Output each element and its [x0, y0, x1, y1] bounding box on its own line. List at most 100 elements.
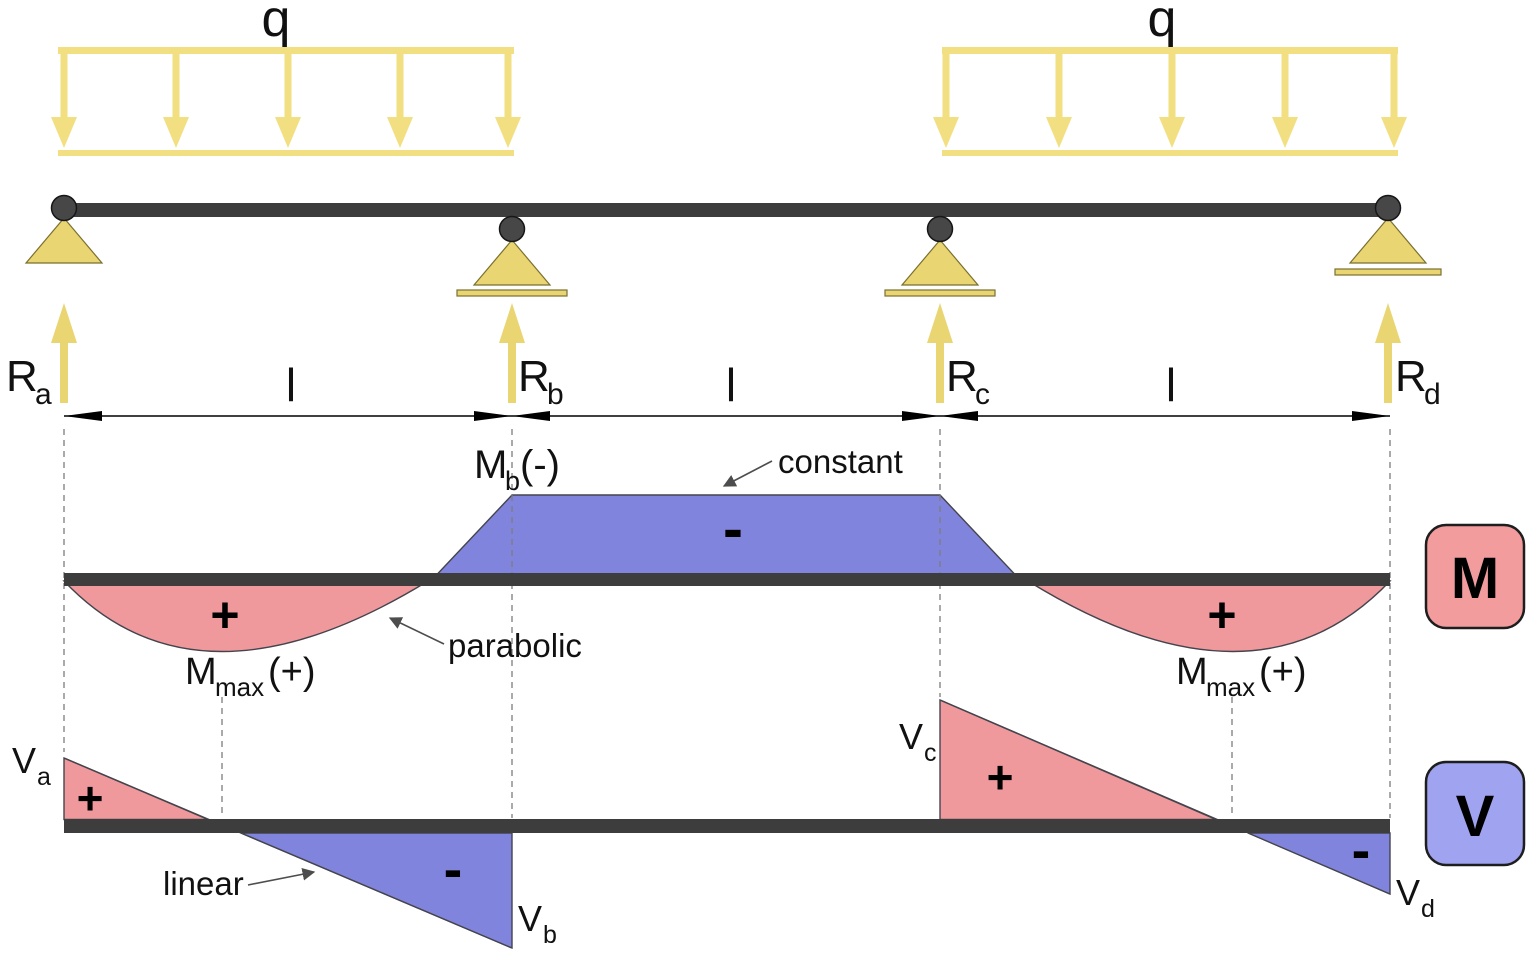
supports — [24, 217, 1442, 297]
load-arrowhead-icon — [1159, 117, 1185, 148]
dim-arrowhead-icon — [512, 411, 550, 421]
span-label-ab: l — [286, 359, 296, 411]
load-arrow-shaft — [1390, 52, 1398, 120]
reaction-arrowhead-b — [499, 303, 525, 343]
dim-arrowhead-icon — [940, 411, 978, 421]
support-b-triangle — [472, 239, 552, 286]
load-arrow-shaft — [284, 52, 292, 120]
reaction-arrow-b — [508, 337, 516, 403]
reaction-label-d-sub: d — [1424, 378, 1441, 411]
load-arrowhead-icon — [51, 117, 77, 148]
support-c-pin-icon — [926, 215, 954, 243]
reaction-arrow-c — [936, 337, 944, 403]
load-arrowhead-icon — [933, 117, 959, 148]
moment-sign-positive-left: + — [210, 587, 239, 643]
shear-label-vb-sub: b — [543, 921, 557, 949]
load-arrow-shaft — [504, 52, 512, 120]
reaction-label-b-sub: b — [547, 378, 564, 411]
support-d-roller-line — [1334, 268, 1442, 276]
load-label-right: q — [1148, 0, 1177, 48]
reaction-arrowhead-c — [927, 303, 953, 343]
dim-arrowhead-icon — [902, 411, 940, 421]
shear-sign-negative-right: - — [1352, 818, 1371, 881]
load-arrowhead-icon — [275, 117, 301, 148]
support-d-triangle — [1348, 217, 1428, 264]
support-a-pin-icon — [50, 194, 78, 222]
load-top-bar — [942, 47, 1398, 54]
load-arrow-shaft — [1281, 52, 1289, 120]
reaction-label-a-sub: a — [35, 378, 52, 411]
reaction-label-c-sub: c — [975, 378, 990, 411]
moment-mmax-right-sub: max — [1206, 672, 1255, 702]
span-label-bc: l — [726, 359, 736, 411]
reaction-arrow-a — [60, 337, 68, 403]
load-arrowhead-icon — [163, 117, 189, 148]
shear-sign-positive-right: + — [987, 751, 1014, 803]
load-label-left: q — [262, 0, 291, 48]
annotation-parabolic-arrow-icon — [388, 617, 445, 645]
shear-label-va-sub: a — [37, 763, 51, 791]
load-arrowhead-icon — [1046, 117, 1072, 148]
support-c-triangle — [900, 239, 980, 286]
annotation-linear: linear — [163, 865, 244, 902]
moment-parabola-left — [62, 580, 431, 653]
shear-label-vd: V — [1396, 872, 1420, 913]
annotation-constant-arrow-icon — [722, 460, 773, 487]
reaction-arrowhead-a — [51, 303, 77, 343]
support-c-roller-line — [884, 289, 996, 297]
load-arrow-shaft — [942, 52, 950, 120]
support-b-roller-line — [456, 289, 568, 297]
shear-label-vc: V — [899, 716, 923, 757]
reaction-label-d: R — [1395, 352, 1427, 401]
load-arrowhead-icon — [1272, 117, 1298, 148]
moment-mmax-left-sub: max — [215, 672, 264, 702]
reaction-arrows — [51, 303, 1401, 403]
dim-arrowhead-icon — [474, 411, 512, 421]
moment-parabola-right — [1025, 580, 1392, 653]
shear-label-vb: V — [518, 898, 542, 939]
reaction-arrow-d — [1384, 337, 1392, 403]
reference-dashed-lines — [63, 429, 1391, 818]
moment-sign-negative: - — [723, 495, 743, 562]
support-d-pin-icon — [1374, 194, 1402, 222]
reaction-label-a: R — [6, 352, 38, 401]
shear-label-vc-sub: c — [924, 739, 937, 767]
dimension-line — [64, 411, 1390, 421]
shear-baseline — [64, 819, 1390, 833]
legend-v-label: V — [1456, 784, 1495, 849]
support-b-pin-icon — [498, 215, 526, 243]
moment-mb-label-sub: b — [505, 466, 520, 496]
moment-mmax-left-paren: (+) — [268, 651, 316, 693]
shear-label-vd-sub: d — [1421, 895, 1435, 923]
moment-mb-label: M — [474, 443, 507, 487]
reaction-label-c: R — [946, 352, 978, 401]
annotation-parabolic: parabolic — [448, 627, 582, 664]
load-arrowhead-icon — [387, 117, 413, 148]
load-top-bar — [58, 47, 514, 54]
shear-sign-positive-left: + — [77, 772, 104, 824]
moment-sign-positive-right: + — [1207, 587, 1236, 643]
moment-mmax-right-paren: (+) — [1259, 651, 1307, 693]
load-arrowhead-icon — [495, 117, 521, 148]
load-arrow-shaft — [396, 52, 404, 120]
beam — [58, 203, 1394, 217]
annotation-linear-arrow-icon — [247, 867, 316, 886]
dim-arrowhead-icon — [64, 411, 102, 421]
moment-mmax-left: M — [185, 651, 217, 693]
shear-label-va: V — [12, 740, 36, 781]
load-arrow-shaft — [1168, 52, 1176, 120]
moment-baseline — [64, 573, 1390, 586]
load-bottom-bar — [942, 150, 1398, 156]
load-arrow-shaft — [60, 52, 68, 120]
moment-mb-label-paren: (-) — [520, 443, 560, 487]
load-bottom-bar — [58, 150, 514, 156]
reaction-arrowhead-d — [1375, 303, 1401, 343]
legend-m-box — [1424, 523, 1526, 630]
load-arrowhead-icon — [1381, 117, 1407, 148]
moment-mmax-right: M — [1176, 651, 1208, 693]
shear-triangle-negative-left — [240, 832, 513, 950]
support-a-triangle — [24, 217, 104, 264]
span-label-cd: l — [1166, 359, 1176, 411]
